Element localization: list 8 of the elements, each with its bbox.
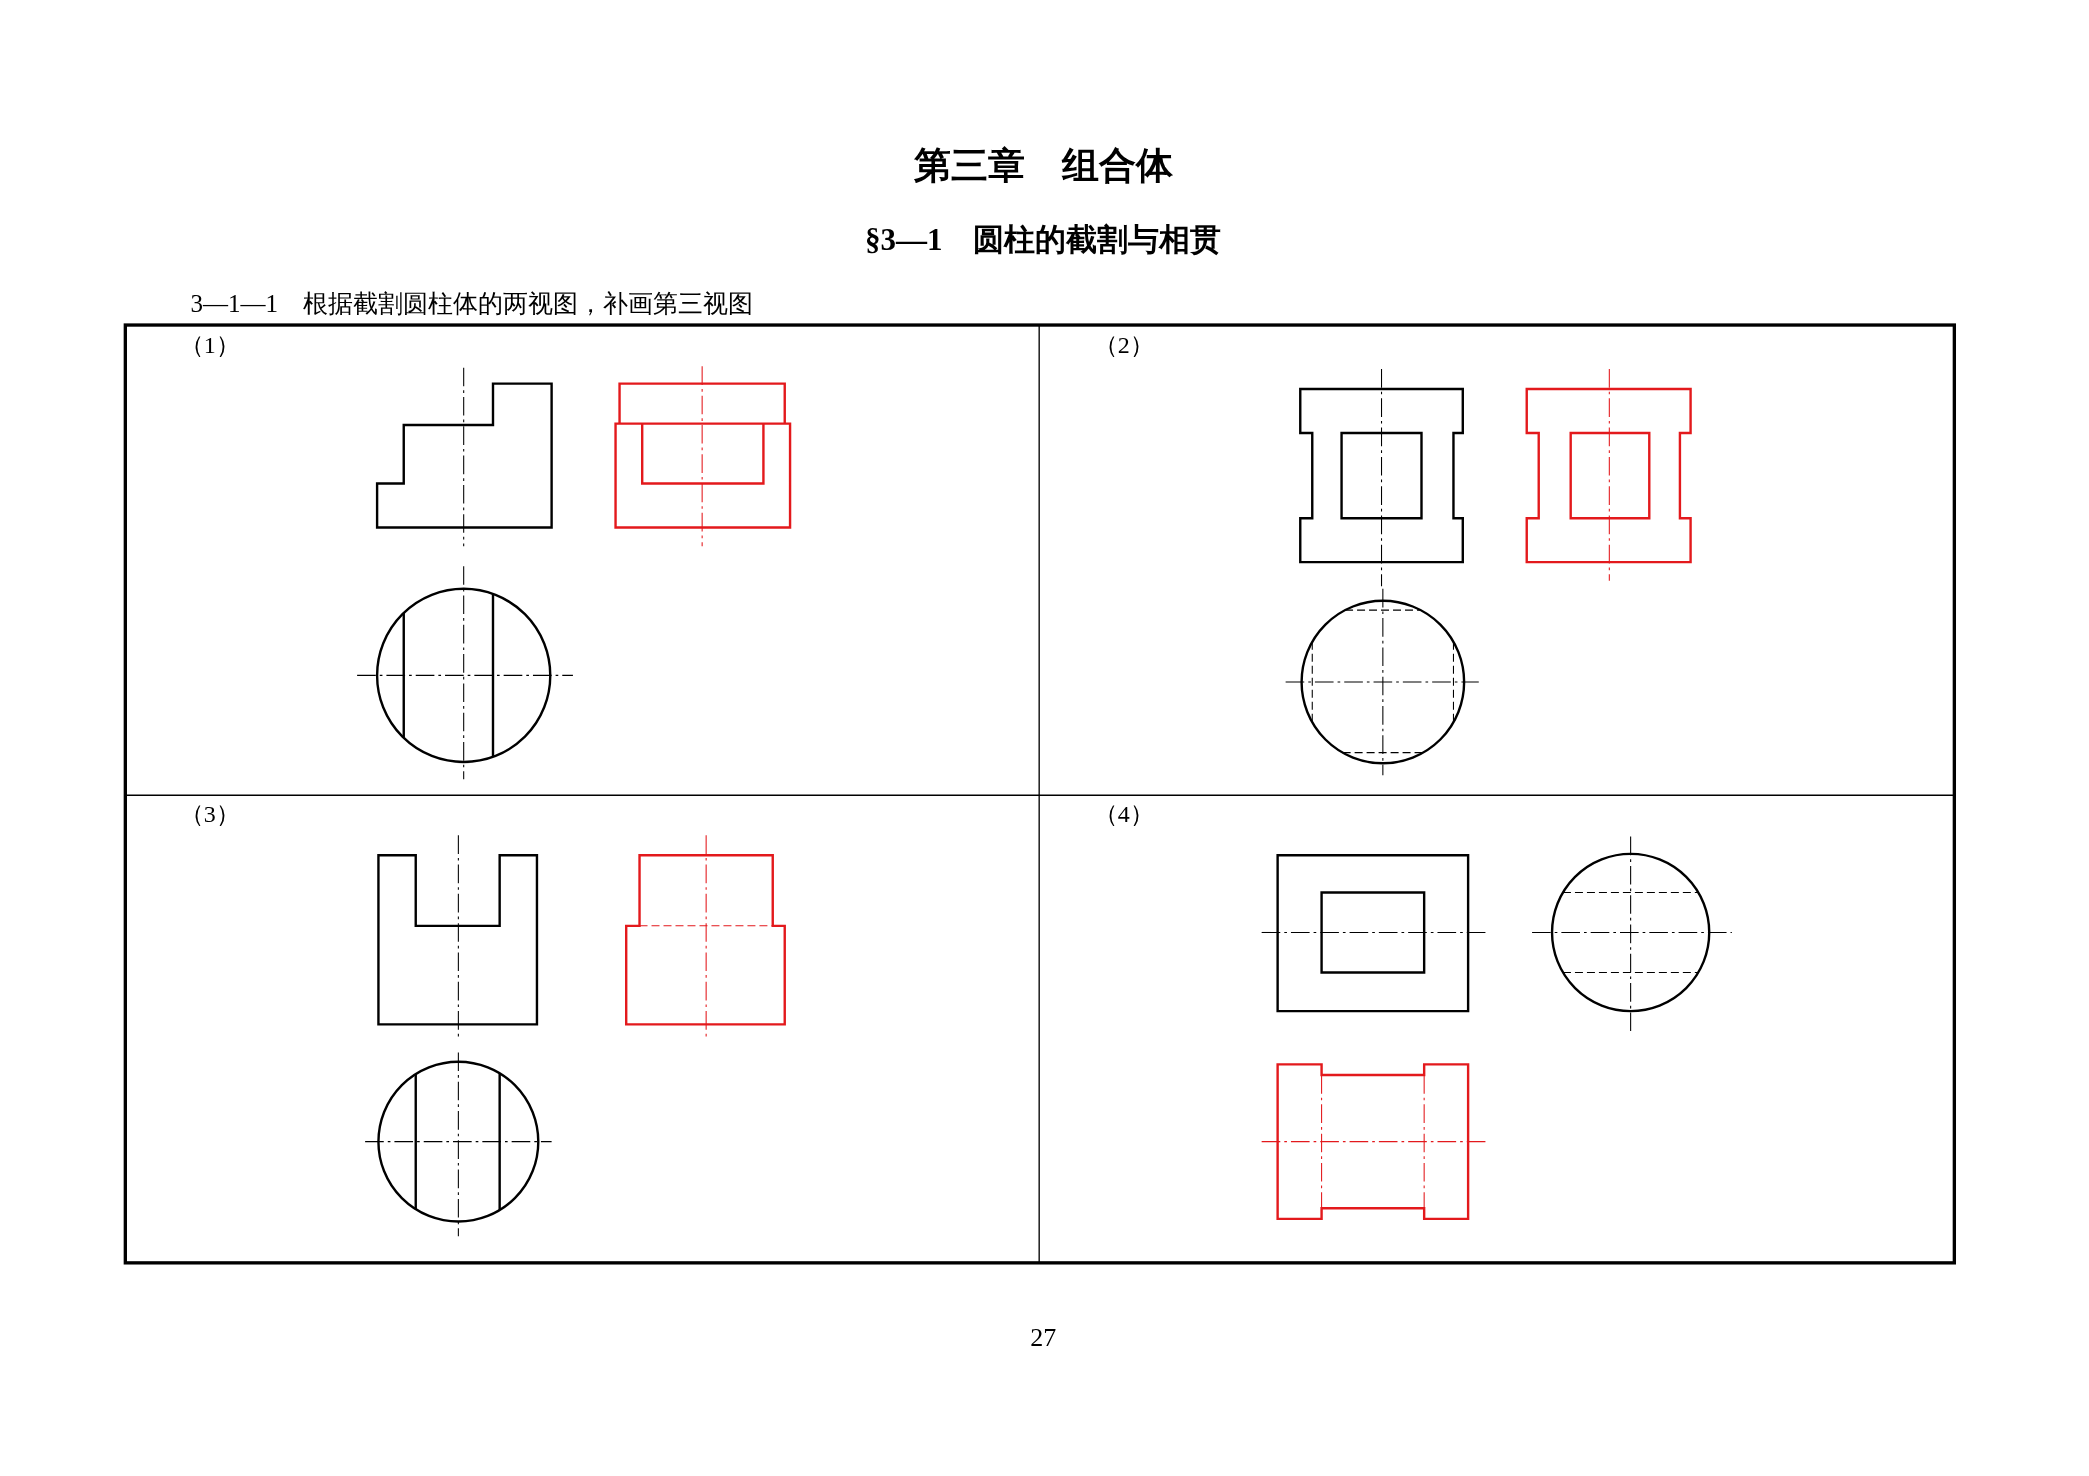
exercise-instruction: 3—1—1 根据截割圆柱体的两视图，补画第三视图 (190, 291, 753, 317)
panel-number: （3） (179, 802, 240, 826)
chapter-title: 第三章 组合体 (913, 146, 1173, 184)
page-number: 27 (1030, 1324, 1057, 1351)
panel-number: （4） (1093, 802, 1154, 826)
section-heading: §3—1 圆柱的截割与相贯 (864, 224, 1222, 256)
panel-number: （1） (179, 333, 240, 358)
panel-number: （2） (1093, 333, 1154, 358)
